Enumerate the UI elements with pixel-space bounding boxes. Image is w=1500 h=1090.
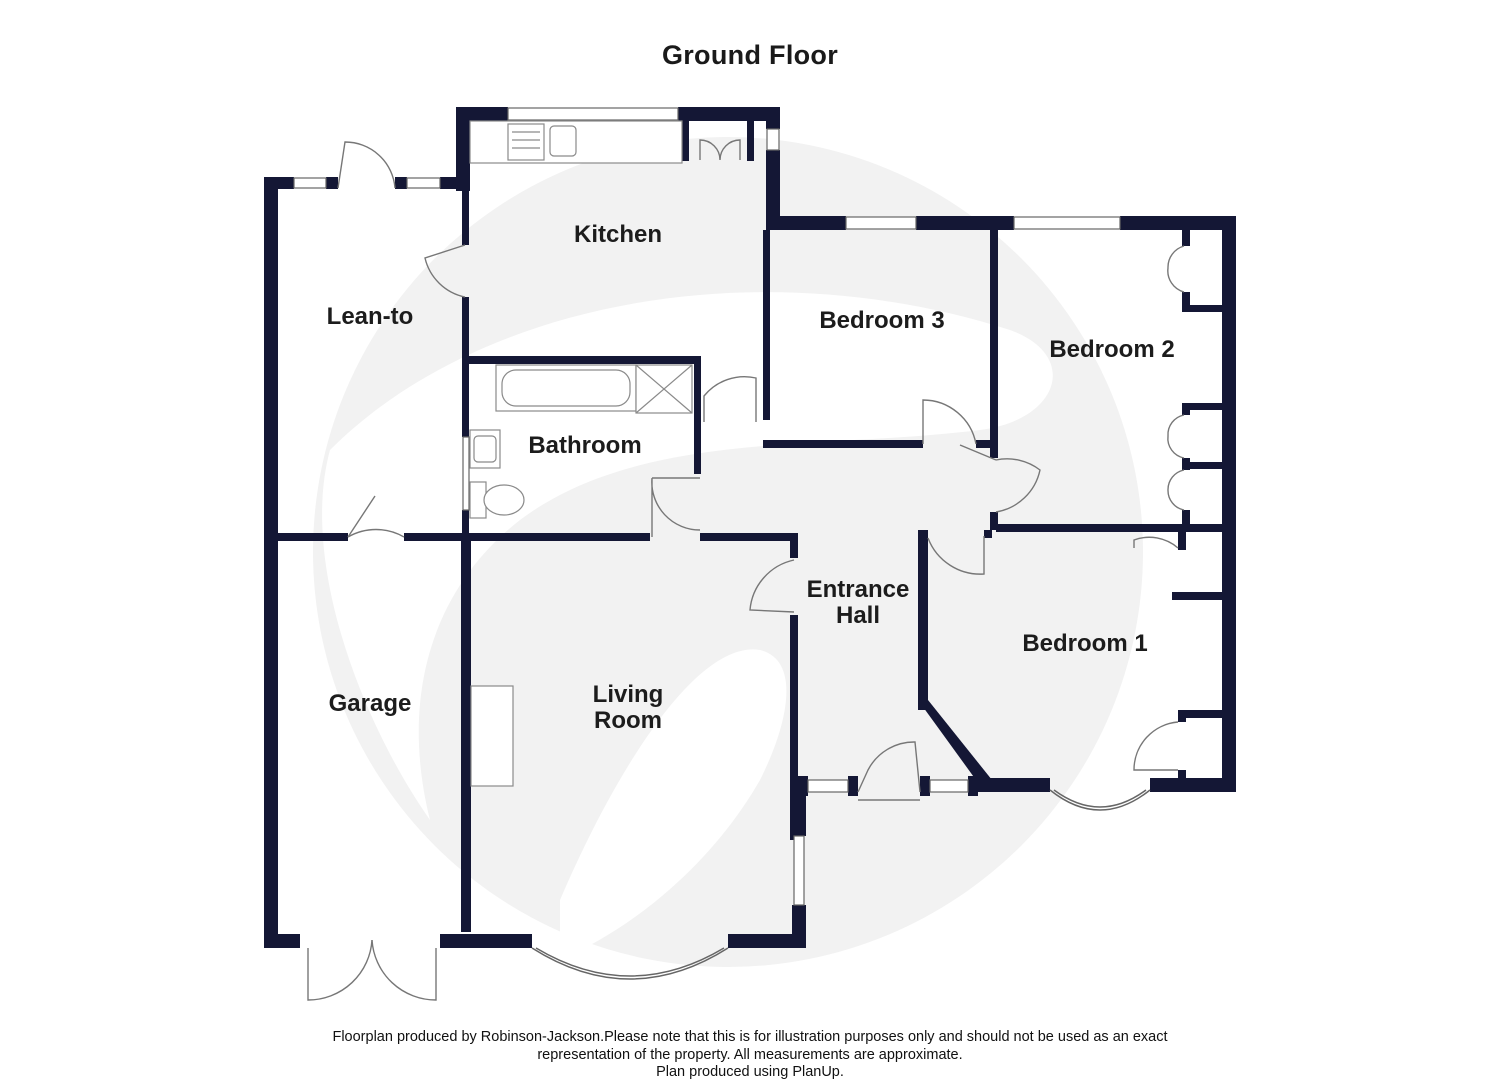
basin-toilet-fixture [469, 429, 525, 519]
room-label-entrance-hall: Entrance Hall [806, 576, 910, 629]
kitchen-worktop [469, 120, 683, 164]
room-label-bathroom: Bathroom [528, 432, 642, 459]
room-label-lean-to: Lean-to [326, 303, 414, 330]
room-label-bedroom-3: Bedroom 3 [819, 307, 945, 334]
bay-windows [531, 789, 1151, 980]
footer-line-2: representation of the property. All meas… [537, 1046, 963, 1063]
footer-disclaimer: Floorplan produced by Robinson-Jackson.P… [250, 1029, 1250, 1082]
room-label-garage: Garage [328, 690, 412, 717]
doors [307, 139, 1185, 1001]
bath-fixture [495, 364, 693, 414]
room-label-living-room: Living Room [592, 681, 664, 734]
watermark-swoosh [322, 292, 1053, 960]
page-title: Ground Floor [661, 40, 839, 70]
footer-line-3: Plan produced using PlanUp. [656, 1064, 844, 1080]
windows [293, 107, 1121, 906]
walls [264, 107, 1236, 948]
room-label-bedroom-1: Bedroom 1 [1022, 630, 1148, 657]
room-label-kitchen: Kitchen [573, 221, 662, 248]
footer-line-1: Floorplan produced by Robinson-Jackson.P… [332, 1029, 1168, 1045]
room-label-bedroom-2: Bedroom 2 [1049, 336, 1175, 363]
fireplace-fixture [470, 685, 514, 787]
